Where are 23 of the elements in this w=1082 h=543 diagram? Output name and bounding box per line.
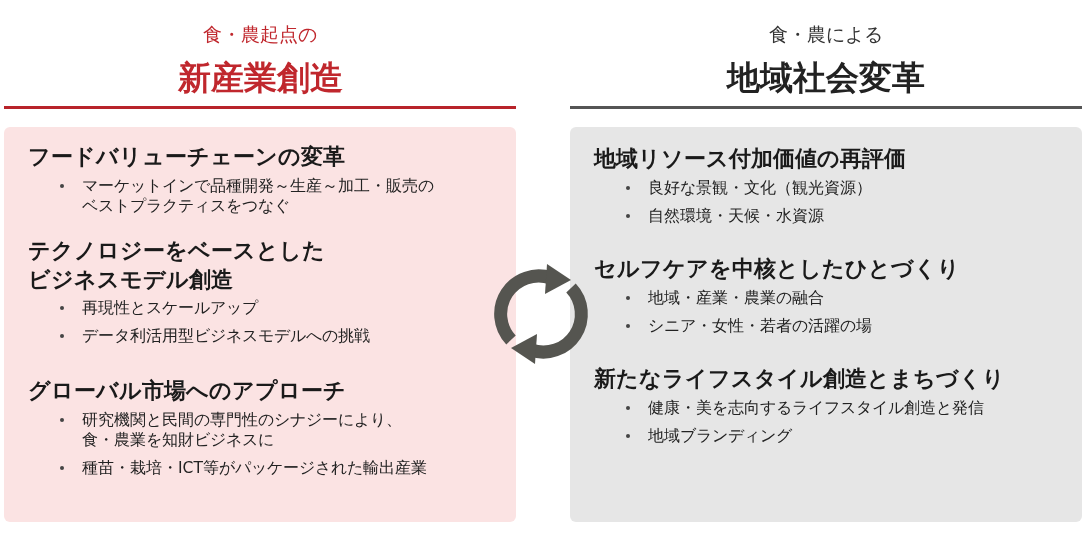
section-title: グローバル市場へのアプローチ — [28, 377, 347, 405]
bullet-item: 地域ブランディング — [648, 425, 793, 446]
section-title: 地域リソース付加価値の再評価 — [594, 145, 907, 173]
bullet-item: 種苗・栽培・ICT等がパッケージされた輸出産業 — [82, 457, 428, 478]
heading: 新産業創造 — [176, 57, 344, 99]
panel-background — [570, 127, 1082, 522]
bullet-item: 良好な景観・文化（観光資源） — [648, 177, 873, 198]
heading: 地域社会変革 — [725, 57, 926, 99]
bullet-item: マーケットインで品種開発～生産～加工・販売のベストプラクティスをつなぐ — [82, 175, 435, 216]
section-title: セルフケアを中核としたひとづくり — [594, 255, 961, 283]
panel-background — [4, 127, 516, 522]
bullet-item: データ利活用型ビジネスモデルへの挑戦 — [82, 326, 371, 347]
section-title: テクノロジーをベースとしたビジネスモデル創造 — [28, 237, 326, 294]
bullet-item: 研究機関と民間の専門性のシナジーにより、食・農業を知財ビジネスに — [82, 409, 403, 450]
bullet-item: シニア・女性・若者の活躍の場 — [648, 315, 873, 336]
section-title: 新たなライフスタイル創造とまちづくり — [594, 365, 1006, 393]
bullet-item: 再現性とスケールアップ — [82, 298, 260, 319]
section-title: フードバリューチェーンの変革 — [28, 143, 346, 171]
bullet-item: 地域・産業・農業の融合 — [648, 287, 825, 308]
bullet-item: 自然環境・天候・水資源 — [648, 205, 825, 226]
heading: 食・農による — [768, 22, 884, 47]
heading: 食・農起点の — [202, 22, 318, 47]
bullet-item: 健康・美を志向するライフスタイル創造と発信 — [648, 397, 985, 418]
